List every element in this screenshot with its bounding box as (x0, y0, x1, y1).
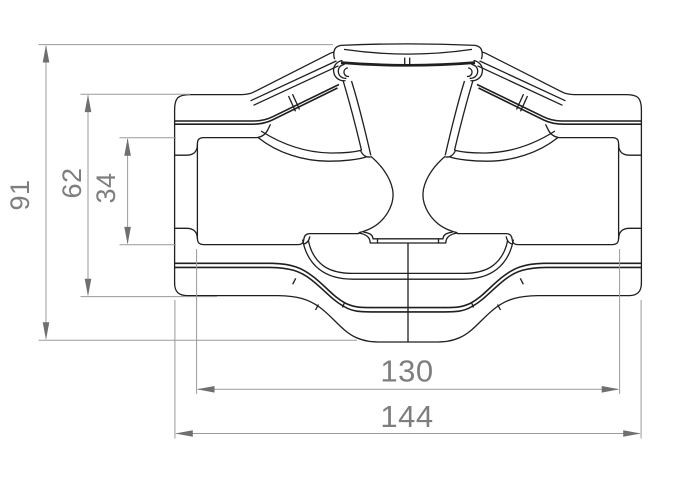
dim-label-overall-height: 91 (5, 179, 35, 210)
arrow-91-bottom (42, 322, 50, 340)
band2-tick-left (292, 278, 297, 285)
arrow-130-left (196, 386, 215, 393)
curl-outer (332, 59, 346, 82)
cap-corner (333, 44, 342, 60)
cap-inner-arc (343, 48, 473, 55)
bottom-outline (173, 282, 643, 343)
outline-tick-right (496, 304, 502, 311)
step-top (174, 144, 199, 156)
arrow-144-left (175, 430, 193, 437)
arrow-62-top (84, 94, 92, 113)
cap-bottom-edge (340, 61, 476, 67)
dim-label-inner-height: 34 (91, 172, 121, 203)
arrow-34-top (124, 138, 131, 156)
waist-curve (358, 155, 394, 234)
arrow-62-bottom (84, 278, 92, 297)
band2-tick-right2 (471, 302, 475, 308)
band-line-3 (253, 65, 339, 106)
armpit-sweep-1 (260, 130, 362, 154)
band2-tick-left2 (341, 302, 345, 308)
step-bottom (174, 227, 199, 240)
dim-label-body-height: 62 (57, 167, 87, 198)
band-line-2 (250, 60, 337, 102)
dim-label-overall-width: 144 (380, 399, 433, 434)
band2-tick-right (519, 278, 524, 285)
curl-inner-2 (343, 67, 350, 78)
band-tick-1 (287, 95, 297, 112)
band-tick-2 (291, 93, 301, 110)
saddle-inner (363, 231, 453, 240)
part-left-half (173, 44, 394, 284)
arrow-144-right (623, 430, 641, 437)
inner-face (196, 136, 359, 246)
strut-right-line (350, 80, 372, 156)
strut-knob (359, 149, 371, 158)
arrow-91-top (42, 44, 50, 63)
outline-tick-left (314, 304, 320, 311)
dimensions: 91 62 34 130 144 (5, 44, 642, 439)
dim-label-inner-width: 130 (380, 354, 433, 389)
part-center (173, 43, 643, 343)
part-right-half-mirror (422, 44, 643, 285)
cap-top-edge (340, 43, 476, 47)
arrow-130-right (601, 386, 620, 393)
block-outline (173, 51, 334, 284)
armpit-sweep-2 (257, 136, 368, 162)
arrow-34-bottom (124, 226, 131, 245)
strut-left-line (342, 80, 363, 151)
band-thick-upper (174, 83, 340, 122)
curl-inner (337, 63, 347, 79)
band-thick-lower (174, 87, 338, 125)
